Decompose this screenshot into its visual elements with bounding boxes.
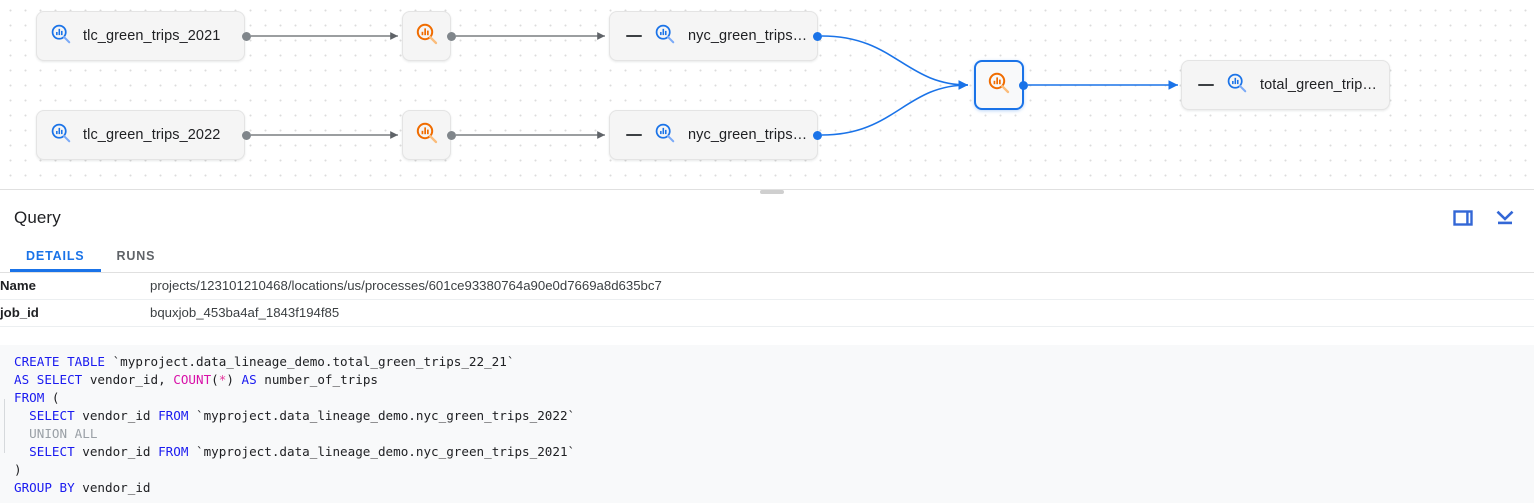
collapse-panel-icon[interactable] <box>1492 205 1518 231</box>
page-title: Query <box>14 207 61 227</box>
table-search-icon <box>654 23 676 50</box>
sql-token: `myproject.data_lineage_demo.nyc_green_t… <box>196 408 576 423</box>
sql-token: ( <box>211 372 219 387</box>
sql-token <box>14 408 29 423</box>
table-search-icon <box>654 122 676 149</box>
node-output-port[interactable] <box>1019 80 1028 90</box>
sql-token: vendor_id <box>82 480 151 495</box>
tab-label: RUNS <box>116 249 156 263</box>
sql-token: GROUP BY <box>14 480 83 495</box>
table-search-icon <box>1226 72 1248 99</box>
panel-divider <box>0 189 1534 190</box>
lineage-node-label: nyc_green_trips… <box>688 28 808 44</box>
detail-value: projects/123101210468/locations/us/proce… <box>150 278 662 293</box>
sql-token: FROM <box>158 408 196 423</box>
sql-code-block[interactable]: CREATE TABLE `myproject.data_lineage_dem… <box>0 345 1534 503</box>
details-table: Name projects/123101210468/locations/us/… <box>0 273 1534 327</box>
sql-token: * <box>218 372 227 387</box>
sql-code-text: CREATE TABLE `myproject.data_lineage_dem… <box>14 353 1534 497</box>
sql-token: FROM <box>14 390 52 405</box>
sql-line: GROUP BY vendor_id <box>14 479 1534 497</box>
lineage-node-label: total_green_trip… <box>1260 77 1377 93</box>
collapse-toggle-icon[interactable] <box>626 134 642 136</box>
sql-line: SELECT vendor_id FROM `myproject.data_li… <box>14 443 1534 461</box>
sql-token: CREATE TABLE <box>14 354 113 369</box>
node-output-port[interactable] <box>813 130 822 140</box>
sql-token <box>14 444 29 459</box>
sql-token: `myproject.data_lineage_demo.total_green… <box>112 354 515 369</box>
lineage-graph-canvas[interactable]: tlc_green_trips_2021 tlc_green_trips_202… <box>0 0 1534 189</box>
sql-token: AS <box>241 372 265 387</box>
lineage-node-process-2[interactable] <box>402 110 451 160</box>
sql-token: `myproject.data_lineage_demo.nyc_green_t… <box>196 444 576 459</box>
table-row: Name projects/123101210468/locations/us/… <box>0 273 1534 300</box>
table-search-icon <box>50 122 72 149</box>
sql-token: ( <box>51 390 60 405</box>
detail-value: bquxjob_453ba4af_1843f194f85 <box>150 305 340 320</box>
query-panel-tabs: DETAILS RUNS <box>0 240 1534 273</box>
sql-token: SELECT <box>29 444 83 459</box>
sql-token: FROM <box>158 444 196 459</box>
sql-token: ) <box>226 372 242 387</box>
sql-token: vendor_id, <box>89 372 174 387</box>
sql-token: UNION ALL <box>14 426 98 441</box>
node-output-port[interactable] <box>447 130 456 140</box>
indent-guide <box>4 399 5 453</box>
sql-token: SELECT <box>29 408 83 423</box>
node-output-port[interactable] <box>242 130 251 140</box>
sql-line: SELECT vendor_id FROM `myproject.data_li… <box>14 407 1534 425</box>
lineage-node-process-selected[interactable] <box>974 60 1024 110</box>
side-panel-layout-icon[interactable] <box>1450 205 1476 231</box>
sql-line: FROM ( <box>14 389 1534 407</box>
process-search-icon <box>987 71 1011 100</box>
node-output-port[interactable] <box>447 31 456 41</box>
lineage-node-label: tlc_green_trips_2022 <box>83 127 221 143</box>
node-output-port[interactable] <box>242 31 251 41</box>
lineage-node-nyc-green-trips-2021[interactable]: nyc_green_trips… <box>609 11 818 61</box>
lineage-node-nyc-green-trips-2022[interactable]: nyc_green_trips… <box>609 110 818 160</box>
sql-token: number_of_trips <box>264 372 378 387</box>
node-output-port[interactable] <box>813 31 822 41</box>
detail-key: job_id <box>0 305 39 320</box>
process-search-icon <box>415 22 439 51</box>
sql-line: UNION ALL <box>14 425 1534 443</box>
tab-label: DETAILS <box>26 249 85 263</box>
sql-token: AS SELECT <box>14 372 90 387</box>
sql-token: COUNT <box>173 372 212 387</box>
detail-key: Name <box>0 278 36 293</box>
query-panel-actions <box>1450 205 1518 231</box>
sql-line: CREATE TABLE `myproject.data_lineage_dem… <box>14 353 1534 371</box>
query-panel: Query DETAILS RUNS <box>0 195 1534 503</box>
lineage-node-label: tlc_green_trips_2021 <box>83 28 221 44</box>
panel-resize-handle[interactable] <box>760 190 784 194</box>
sql-token: vendor_id <box>82 408 159 423</box>
table-row: job_id bquxjob_453ba4af_1843f194f85 <box>0 300 1534 327</box>
tab-runs[interactable]: RUNS <box>101 240 172 272</box>
sql-line: ) <box>14 461 1534 479</box>
lineage-node-tlc-green-trips-2022[interactable]: tlc_green_trips_2022 <box>36 110 245 160</box>
table-search-icon <box>50 23 72 50</box>
tab-details[interactable]: DETAILS <box>10 240 101 272</box>
collapse-toggle-icon[interactable] <box>626 35 642 37</box>
lineage-node-process-1[interactable] <box>402 11 451 61</box>
lineage-node-label: nyc_green_trips… <box>688 127 808 143</box>
sql-token: ) <box>14 462 22 477</box>
sql-line: AS SELECT vendor_id, COUNT(*) AS number_… <box>14 371 1534 389</box>
collapse-toggle-icon[interactable] <box>1198 84 1214 86</box>
process-search-icon <box>415 121 439 150</box>
lineage-node-tlc-green-trips-2021[interactable]: tlc_green_trips_2021 <box>36 11 245 61</box>
lineage-node-total-green-trips[interactable]: total_green_trip… <box>1181 60 1390 110</box>
query-panel-header: Query <box>0 195 1534 240</box>
sql-token: vendor_id <box>82 444 159 459</box>
